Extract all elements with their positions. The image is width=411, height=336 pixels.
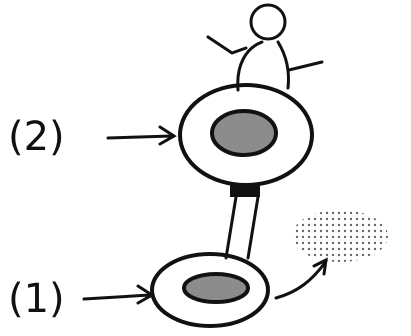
released-particles <box>276 210 388 298</box>
arrow-upper-shaft <box>108 136 172 138</box>
label-lower-cell: (1) <box>8 276 65 322</box>
organism-right-arm <box>289 62 322 70</box>
release-arrow-line <box>276 264 324 298</box>
cell-upper-nucleus <box>212 111 276 155</box>
label-arrow-upper <box>108 127 174 144</box>
attached-organism <box>208 5 322 90</box>
stalk-right-line <box>248 197 258 258</box>
stalk-left-line <box>226 197 236 258</box>
cell-upper <box>180 85 312 185</box>
label-upper-cell: (2) <box>8 114 65 160</box>
organism-left-arm <box>208 37 246 53</box>
arrow-lower-shaft <box>84 295 150 299</box>
organism-right-body-line <box>278 42 289 88</box>
connecting-stalk <box>226 185 260 258</box>
particle-cloud <box>292 210 388 262</box>
label-arrow-lower <box>84 286 152 303</box>
cell-lower <box>152 254 268 326</box>
organism-head <box>251 5 285 39</box>
stalk-band <box>230 185 260 197</box>
cell-lower-nucleus <box>184 274 248 302</box>
